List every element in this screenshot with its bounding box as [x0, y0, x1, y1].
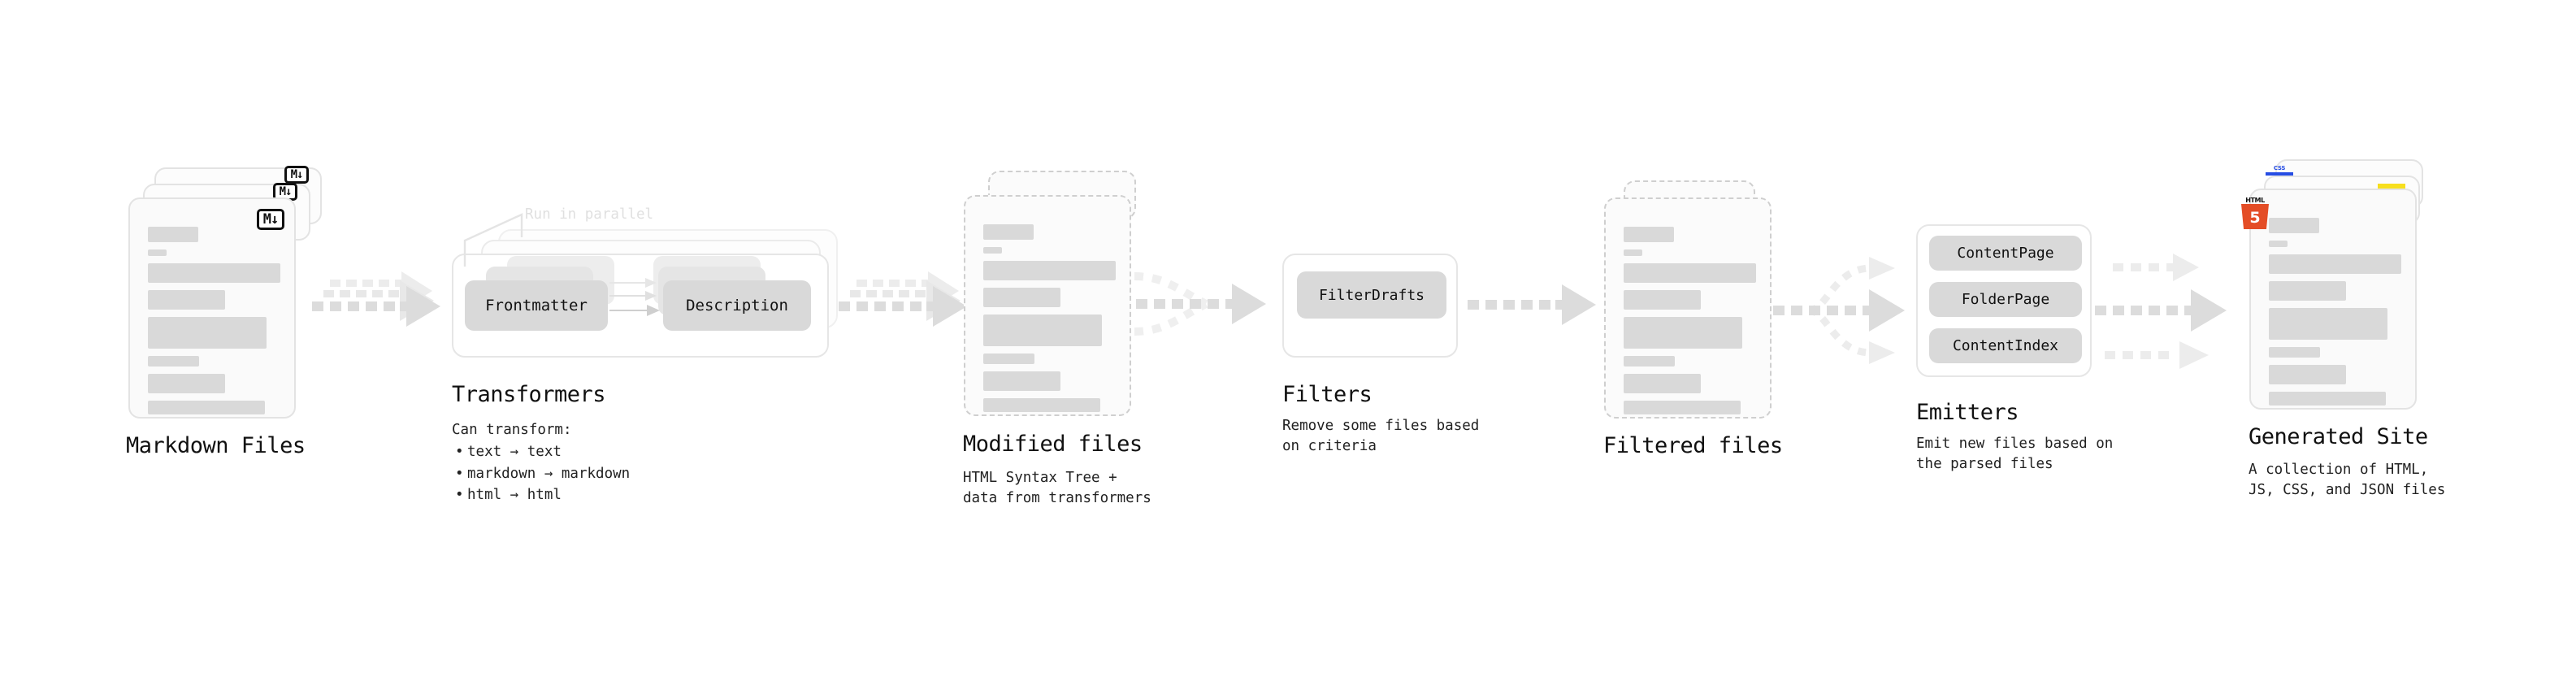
arrow-filters-to-filtered: [1468, 284, 1596, 325]
modified-card-content: [983, 224, 1116, 419]
site-card-content: [2269, 218, 2401, 413]
modified-card-front: [964, 195, 1131, 416]
run-in-parallel-label: Run in parallel: [525, 206, 654, 223]
transformers-inner-arrows: [609, 278, 660, 316]
generated-site-title: Generated Site: [2249, 424, 2428, 449]
emitters-pill-folderpage[interactable]: FolderPage: [1929, 282, 2082, 317]
filtered-files-title: Filtered files: [1603, 433, 1783, 458]
emitters-pill-contentindex[interactable]: ContentIndex: [1929, 328, 2082, 363]
arrow-filtered-to-emitters: [1773, 257, 1905, 364]
transformers-lead: Can transform:: [452, 422, 572, 438]
markdown-card-front: M↓: [128, 197, 296, 419]
transformers-pill-description[interactable]: Description: [663, 280, 811, 331]
markdown-icon-mid: M↓: [273, 183, 297, 201]
css-icon-label: CSS: [2273, 165, 2286, 171]
emitters-title: Emitters: [1916, 400, 2019, 425]
transformers-bullet-list: text → text markdown → markdown html → h…: [452, 441, 630, 505]
emitters-box: ContentPage FolderPage ContentIndex: [1916, 224, 2092, 377]
emitters-description: Emit new files based on the parsed files: [1916, 436, 2114, 473]
markdown-icon-back: M↓: [284, 166, 309, 184]
filters-box: FilterDrafts: [1282, 254, 1458, 358]
filtered-card-front: [1604, 197, 1772, 419]
site-card-front: HTML: [2241, 189, 2417, 413]
transformers-bullet-2: html → html: [455, 484, 630, 506]
markdown-icon: M↓: [257, 209, 284, 230]
filters-description: Remove some files based on criteria: [1282, 418, 1480, 455]
html5-icon: HTML: [2241, 197, 2269, 229]
filtered-card-content: [1624, 227, 1756, 422]
markdown-card-content: [148, 227, 280, 422]
modified-files-description: HTML Syntax Tree + data from transformer…: [963, 470, 1151, 507]
modified-files-title: Modified files: [963, 432, 1143, 457]
transformers-title: Transformers: [452, 382, 606, 407]
arrow-markdown-to-transformers: [312, 271, 440, 327]
css-icon: CSS: [2266, 165, 2293, 176]
transformers-pill-frontmatter[interactable]: Frontmatter: [465, 280, 608, 331]
arrow-modified-to-filters: [1134, 272, 1266, 336]
arrow-emitters-to-site: [2095, 254, 2227, 369]
transformers-bullet-0: text → text: [455, 441, 630, 463]
run-in-parallel-bracket: [463, 213, 523, 267]
generated-site-description: A collection of HTML, JS, CSS, and JSON …: [2249, 462, 2446, 499]
arrow-transformers-to-modified: [839, 271, 967, 327]
transformers-bullet-1: markdown → markdown: [455, 463, 630, 485]
emitters-pill-contentpage[interactable]: ContentPage: [1929, 236, 2082, 271]
filters-pill-filterdrafts[interactable]: FilterDrafts: [1297, 271, 1446, 319]
transformers-description: Can transform: text → text markdown → ma…: [452, 419, 630, 505]
markdown-files-title: Markdown Files: [126, 433, 306, 458]
filters-title: Filters: [1282, 382, 1373, 407]
html5-icon-label: HTML: [2245, 197, 2265, 204]
